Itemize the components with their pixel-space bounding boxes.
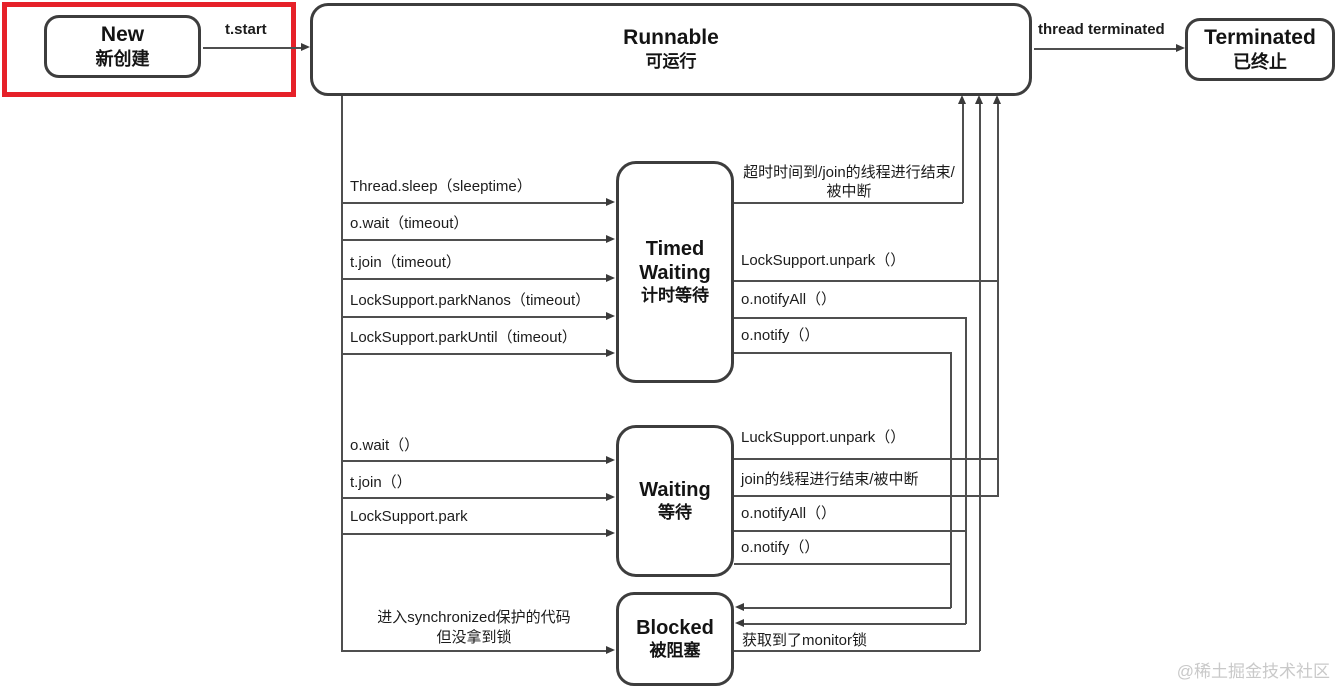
edge-label-owait: o.wait（） xyxy=(350,437,420,454)
state-box-runnable: Runnable 可运行 xyxy=(310,3,1032,96)
edge-label-parkuntil: LockSupport.parkUntil（timeout） xyxy=(350,329,577,346)
edge-runnable-waiting-arrowhead xyxy=(606,529,615,537)
edge-runnable-timedwaiting-arrowhead xyxy=(606,274,615,282)
edge-label-tjoin: t.join（） xyxy=(350,474,412,491)
edge-notify-blocked-hline xyxy=(744,607,951,609)
edge-label-locksupport-park: LockSupport.park xyxy=(350,508,468,525)
edge-runnable-timedwaiting-line xyxy=(341,353,607,355)
edge-runnable-terminated-arrowhead xyxy=(1176,44,1185,52)
state-title-runnable: Runnable xyxy=(623,26,719,50)
edge-runnable-blocked-arrowhead xyxy=(606,646,615,654)
edge-timedwaiting-runnable-timeout-arrowhead xyxy=(958,95,966,104)
state-title-blocked: Blocked xyxy=(636,616,714,639)
edge-label-w-unpark: LuckSupport.unpark（） xyxy=(741,429,906,446)
edge-notify-blocked-arrowhead xyxy=(735,603,744,611)
edge-runnable-waiting-line xyxy=(341,460,607,462)
state-subtitle-blocked: 被阻塞 xyxy=(649,640,701,660)
connector-unpark-vline xyxy=(997,104,999,497)
edge-timedwaiting-runnable-timeout-hline xyxy=(734,202,963,204)
state-box-timed-waiting: Timed Waiting 计时等待 xyxy=(616,161,734,383)
state-title-waiting: Waiting xyxy=(639,478,711,501)
state-title-new: New xyxy=(100,22,145,46)
edge-label-thread-terminated: thread terminated xyxy=(1038,21,1165,38)
edge-label-parknanos: LockSupport.parkNanos（timeout） xyxy=(350,292,591,309)
edge-runnable-waiting-line xyxy=(341,533,607,535)
connector-notifyall-vline xyxy=(965,317,967,624)
state-title-timed-waiting: Timed Waiting xyxy=(639,237,711,284)
edge-label-enter-synchronized: 进入synchronized保护的代码 但没拿到锁 xyxy=(341,608,607,648)
edge-runnable-terminated-line xyxy=(1034,48,1176,50)
edge-timedwaiting-unpark-hline xyxy=(734,280,998,282)
edge-timedwaiting-runnable-timeout-vline xyxy=(962,104,964,203)
edge-waiting-unpark-hline xyxy=(734,458,998,460)
edge-label-timeout-line1: 超时时间到/join的线程进行结束/ xyxy=(743,164,955,181)
edge-label-tw-notifyall: o.notifyAll（） xyxy=(741,291,837,308)
edge-blocked-runnable-arrowhead xyxy=(975,95,983,104)
edge-label-monitor-lock: 获取到了monitor锁 xyxy=(742,632,868,649)
edge-runnable-timedwaiting-line xyxy=(341,239,607,241)
edge-runnable-timedwaiting-arrowhead xyxy=(606,349,615,357)
edge-runnable-timedwaiting-line xyxy=(341,202,607,204)
edge-label-t-start: t.start xyxy=(225,21,267,38)
edge-label-w-join-end: join的线程进行结束/被中断 xyxy=(741,471,919,488)
connector-unpark-arrowhead xyxy=(993,95,1001,104)
edge-label-w-notifyall: o.notifyAll（） xyxy=(741,505,837,522)
connector-notify-vline xyxy=(950,352,952,608)
edge-notifyall-blocked-arrowhead xyxy=(735,619,744,627)
edge-label-w-notify: o.notify（） xyxy=(741,539,820,556)
connector-left-spine xyxy=(341,95,343,651)
edge-waiting-join-hline xyxy=(734,495,998,497)
state-box-terminated: Terminated 已终止 xyxy=(1185,18,1335,81)
state-subtitle-waiting: 等待 xyxy=(658,502,692,522)
edge-label-enter-synchronized-line1: 进入synchronized保护的代码 xyxy=(377,609,571,626)
edge-waiting-notify-hline xyxy=(734,563,951,565)
state-subtitle-terminated: 已终止 xyxy=(1233,51,1287,72)
edge-runnable-waiting-arrowhead xyxy=(606,493,615,501)
edge-timedwaiting-notifyall-hline xyxy=(734,317,966,319)
edge-label-timeout-line2: 被中断 xyxy=(826,183,872,200)
edge-runnable-blocked-line xyxy=(341,650,607,652)
state-title-terminated: Terminated xyxy=(1204,25,1316,49)
edge-blocked-runnable-vline xyxy=(979,104,981,651)
edge-label-tw-unpark: LockSupport.unpark（） xyxy=(741,252,906,269)
state-box-new: New 新创建 xyxy=(44,15,201,78)
edge-new-runnable-line xyxy=(203,47,302,49)
edge-label-tw-notify: o.notify（） xyxy=(741,327,820,344)
edge-label-timeout: 超时时间到/join的线程进行结束/ 被中断 xyxy=(735,163,963,201)
edge-notifyall-blocked-hline xyxy=(744,623,966,625)
edge-runnable-waiting-arrowhead xyxy=(606,456,615,464)
edge-runnable-timedwaiting-line xyxy=(341,278,607,280)
edge-runnable-timedwaiting-arrowhead xyxy=(606,312,615,320)
edge-label-thread-sleep: Thread.sleep（sleeptime） xyxy=(350,178,532,195)
edge-new-runnable-arrowhead xyxy=(301,43,310,51)
state-box-waiting: Waiting 等待 xyxy=(616,425,734,577)
edge-runnable-timedwaiting-arrowhead xyxy=(606,235,615,243)
edge-timedwaiting-notify-hline xyxy=(734,352,951,354)
edge-runnable-waiting-line xyxy=(341,497,607,499)
watermark: @稀土掘金技术社区 xyxy=(1176,662,1330,681)
state-subtitle-timed-waiting: 计时等待 xyxy=(641,285,709,305)
edge-label-enter-synchronized-line2: 但没拿到锁 xyxy=(436,629,512,646)
state-box-blocked: Blocked 被阻塞 xyxy=(616,592,734,686)
state-subtitle-new: 新创建 xyxy=(95,48,150,69)
edge-blocked-runnable-hline xyxy=(734,650,980,652)
state-subtitle-runnable: 可运行 xyxy=(645,51,697,71)
edge-runnable-timedwaiting-line xyxy=(341,316,607,318)
edge-label-owait-timeout: o.wait（timeout） xyxy=(350,215,469,232)
edge-waiting-notifyall-hline xyxy=(734,530,966,532)
edge-label-tjoin-timeout: t.join（timeout） xyxy=(350,254,461,271)
highlight-rectangle xyxy=(2,2,296,97)
edge-runnable-timedwaiting-arrowhead xyxy=(606,198,615,206)
